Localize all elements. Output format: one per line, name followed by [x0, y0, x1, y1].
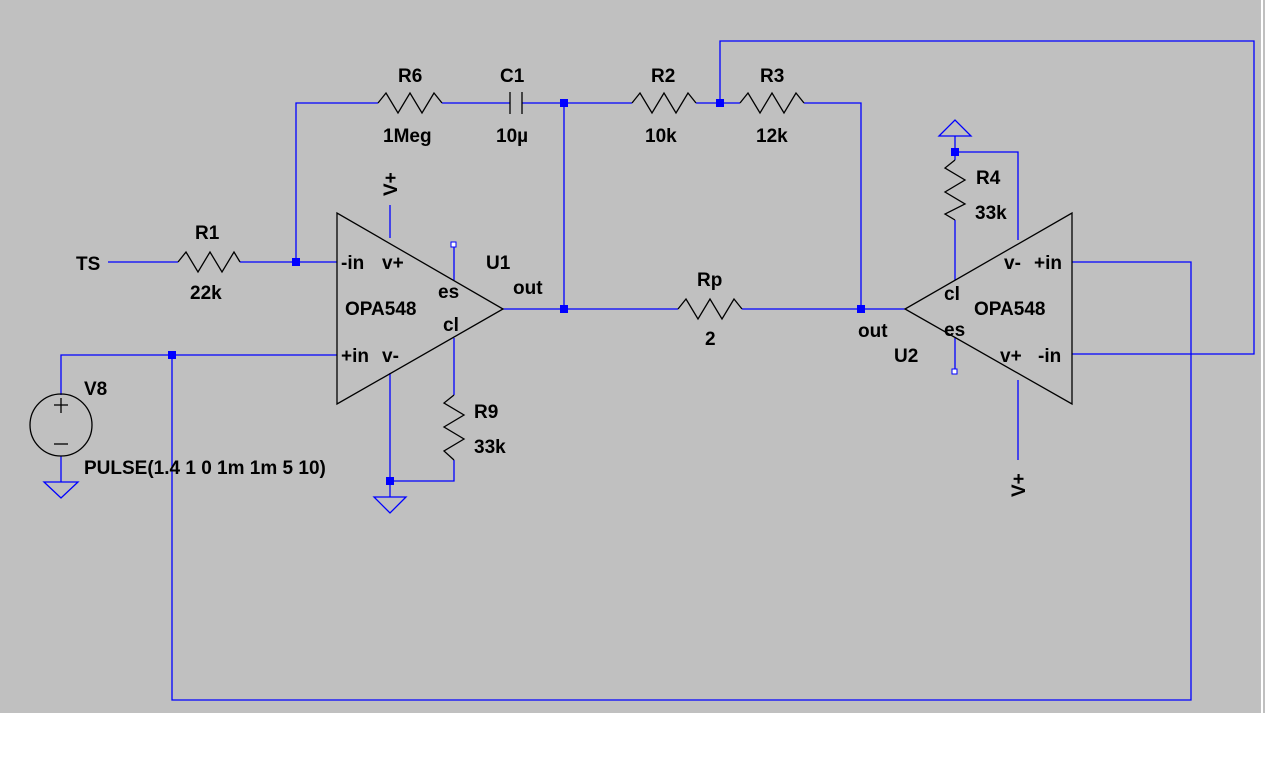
r4-value: 33k: [975, 203, 1007, 224]
u1-pin-out: out: [513, 278, 543, 299]
r9-name: R9: [474, 402, 498, 423]
schematic-background: [0, 0, 1265, 713]
voltage-source-v8: [29, 393, 93, 457]
wire-top-loop: [719, 40, 1255, 355]
junction-u1-inplus: [168, 351, 176, 359]
r6-name: R6: [398, 66, 422, 87]
u1-pin-vminus: v-: [382, 346, 399, 367]
c1-name: C1: [500, 66, 525, 87]
pin-u1-es-open: [450, 241, 457, 248]
resistor-r1: [177, 250, 241, 274]
junction-r2-r3: [716, 99, 724, 107]
capacitor-c1: [509, 92, 523, 114]
u2-pin-vplus: v+: [1000, 346, 1022, 367]
u2-pin-vminus: v-: [1004, 253, 1021, 274]
u2-model: OPA548: [974, 299, 1045, 320]
r9-value: 33k: [474, 437, 506, 458]
ground-symbol-u2: [937, 119, 973, 137]
r6-value: 1Meg: [383, 126, 432, 147]
u1-supply-label: V+: [381, 172, 402, 196]
r1-value: 22k: [190, 283, 222, 304]
u1-pin-vplus: v+: [382, 253, 404, 274]
opamp-u1: [336, 211, 505, 406]
v8-value: PULSE(1.4 1 0 1m 1m 5 10): [84, 458, 326, 479]
u2-pin-es: es: [944, 320, 965, 341]
u1-name: U1: [486, 253, 511, 274]
r2-value: 10k: [645, 126, 677, 147]
wire-node-r6: [295, 102, 378, 262]
junction-u1-gnd: [386, 477, 394, 485]
net-label-ts: TS: [76, 254, 100, 275]
junction-u2-out: [857, 305, 865, 313]
u2-name: U2: [894, 346, 918, 367]
u1-pin-cl: cl: [443, 315, 459, 336]
r3-name: R3: [760, 66, 784, 87]
ground-symbol-v8: [42, 481, 80, 499]
junction-c1-r2: [560, 99, 568, 107]
resistor-r6: [377, 91, 443, 115]
r4-name: R4: [976, 168, 1001, 189]
rp-value: 2: [705, 329, 716, 350]
u1-pin-inminus: -in: [341, 253, 364, 274]
ground-symbol-u1: [372, 496, 408, 514]
resistor-r3: [739, 91, 805, 115]
pin-u2-es-open: [951, 368, 958, 375]
wires: [60, 40, 1255, 701]
wire-bottom-loop: [171, 261, 1192, 701]
u2-supply-label: V+: [1009, 473, 1030, 497]
resistor-r2: [631, 91, 697, 115]
r2-name: R2: [651, 66, 675, 87]
resistor-r9: [442, 394, 466, 461]
u2-pin-inplus: +in: [1034, 253, 1062, 274]
wire-r4-u2-vminus: [955, 151, 1019, 240]
resistor-rp: [677, 297, 743, 321]
r1-name: R1: [195, 223, 220, 244]
opamp-u2: [903, 211, 1073, 406]
wire-r9-gnd: [390, 460, 455, 482]
wire-r3-u2out: [804, 102, 862, 309]
wire-v8-u1inplus: [60, 354, 337, 395]
u1-model: OPA548: [345, 299, 416, 320]
u2-pin-inminus: -in: [1038, 346, 1061, 367]
r3-value: 12k: [756, 126, 788, 147]
junction-r4-top: [951, 148, 959, 156]
resistors: [177, 91, 967, 461]
source-v8-circle: [29, 393, 93, 457]
u1-pin-es: es: [438, 282, 459, 303]
resistor-r4: [943, 159, 967, 221]
junction-u1-inminus: [292, 258, 300, 266]
junction-u1-out: [560, 305, 568, 313]
junctions: [168, 99, 959, 485]
u1-pin-inplus: +in: [341, 346, 369, 367]
rp-name: Rp: [697, 270, 722, 291]
v8-name: V8: [84, 379, 107, 400]
u2-pin-out: out: [858, 321, 888, 342]
c1-value: 10µ: [496, 126, 528, 147]
u2-pin-cl: cl: [944, 284, 960, 305]
